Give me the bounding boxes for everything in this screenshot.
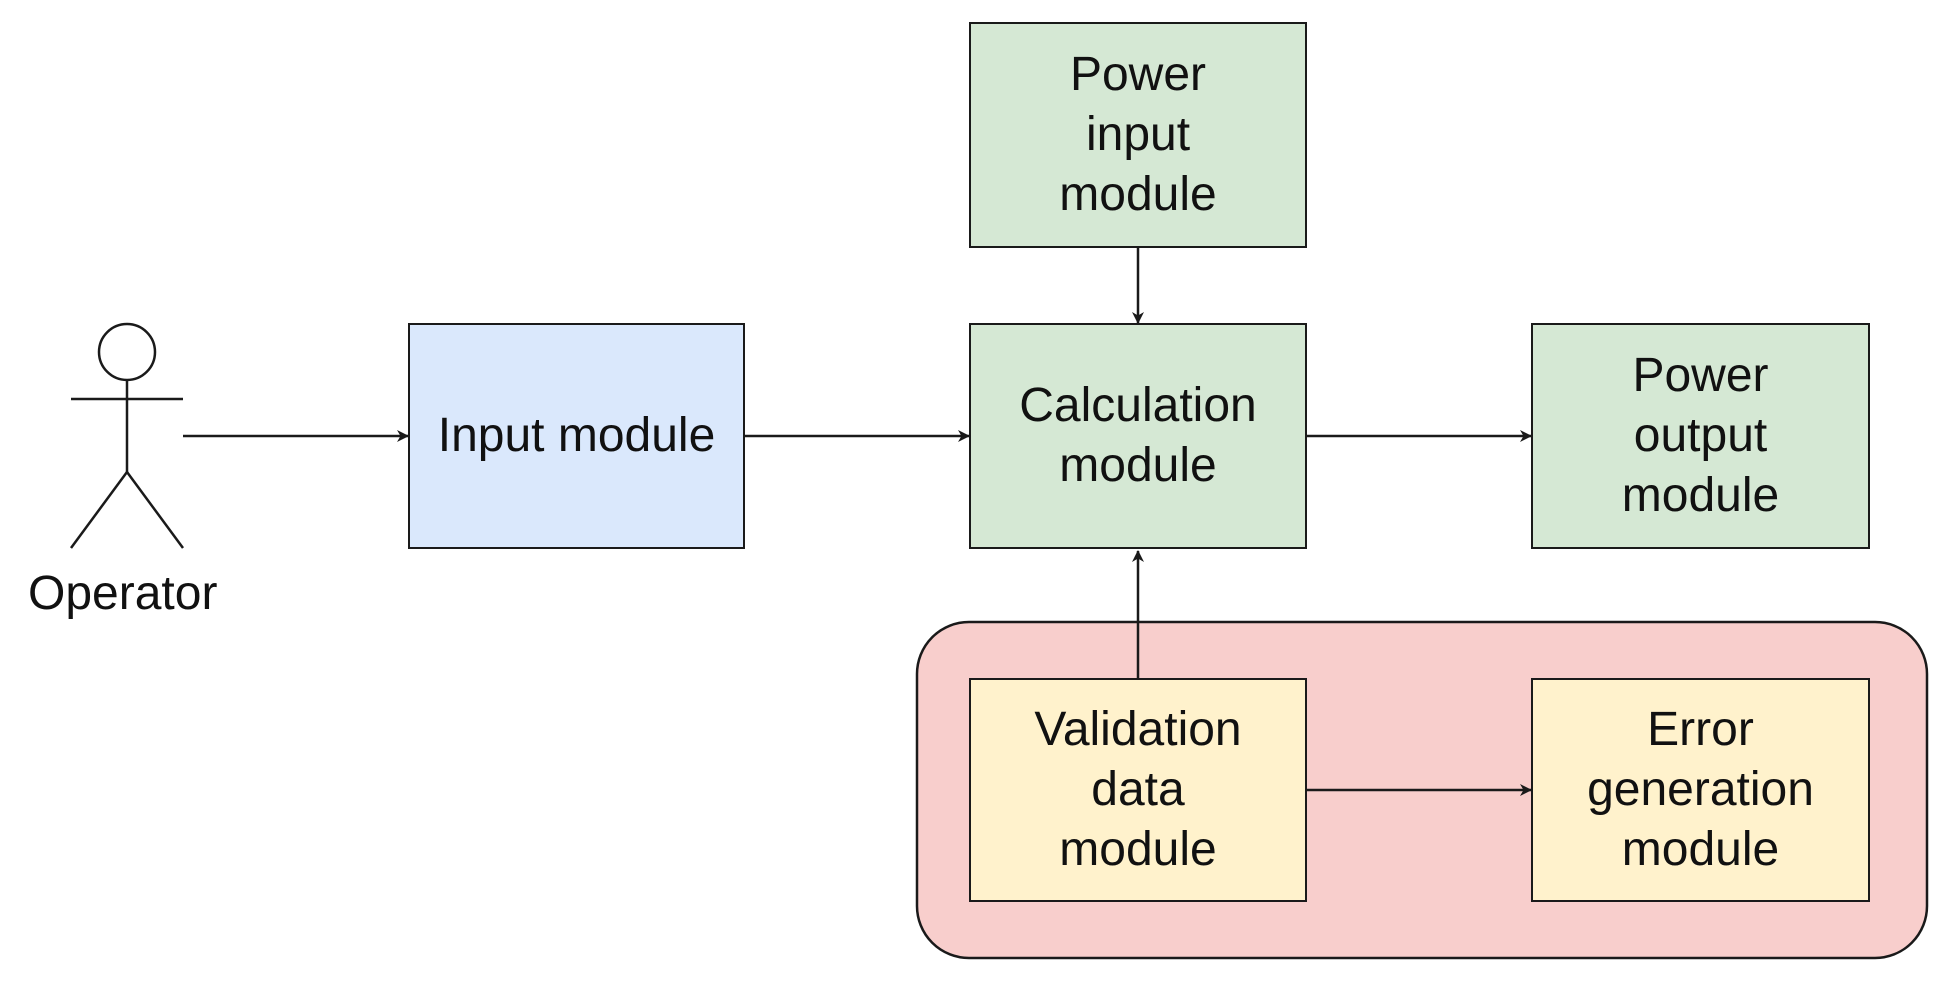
node-label-line: module: [1059, 439, 1217, 492]
input-module-box[interactable]: Input module: [408, 323, 745, 549]
calculation-module-box[interactable]: Calculation module: [969, 323, 1307, 549]
node-label-line: module: [1059, 823, 1217, 876]
node-label-line: Calculation: [1019, 379, 1257, 432]
node-label-line: module: [1621, 469, 1780, 522]
power-output-module-box[interactable]: Power output module: [1531, 323, 1870, 549]
validation-data-module-box[interactable]: Validation data module: [969, 678, 1307, 902]
operator-label: Operator: [28, 567, 218, 620]
node-label-line: Power: [1069, 48, 1207, 101]
node-label-line: module: [1059, 168, 1217, 221]
error-generation-module-box[interactable]: Error generation module: [1531, 678, 1870, 902]
node-label-line: Error: [1647, 703, 1754, 756]
stick-figure-icon: [69, 322, 185, 549]
node-label-line: output: [1633, 409, 1768, 462]
node-label-line: generation: [1587, 763, 1814, 816]
node-label-line: Validation: [1034, 703, 1242, 756]
node-label-line: data: [1091, 763, 1185, 816]
node-label-line: Power: [1632, 349, 1769, 402]
node-label-line: module: [1621, 823, 1780, 876]
node-label-line: input: [1085, 108, 1191, 161]
node-label-line: Input module: [437, 409, 716, 462]
power-input-module-box[interactable]: Power input module: [969, 22, 1307, 248]
